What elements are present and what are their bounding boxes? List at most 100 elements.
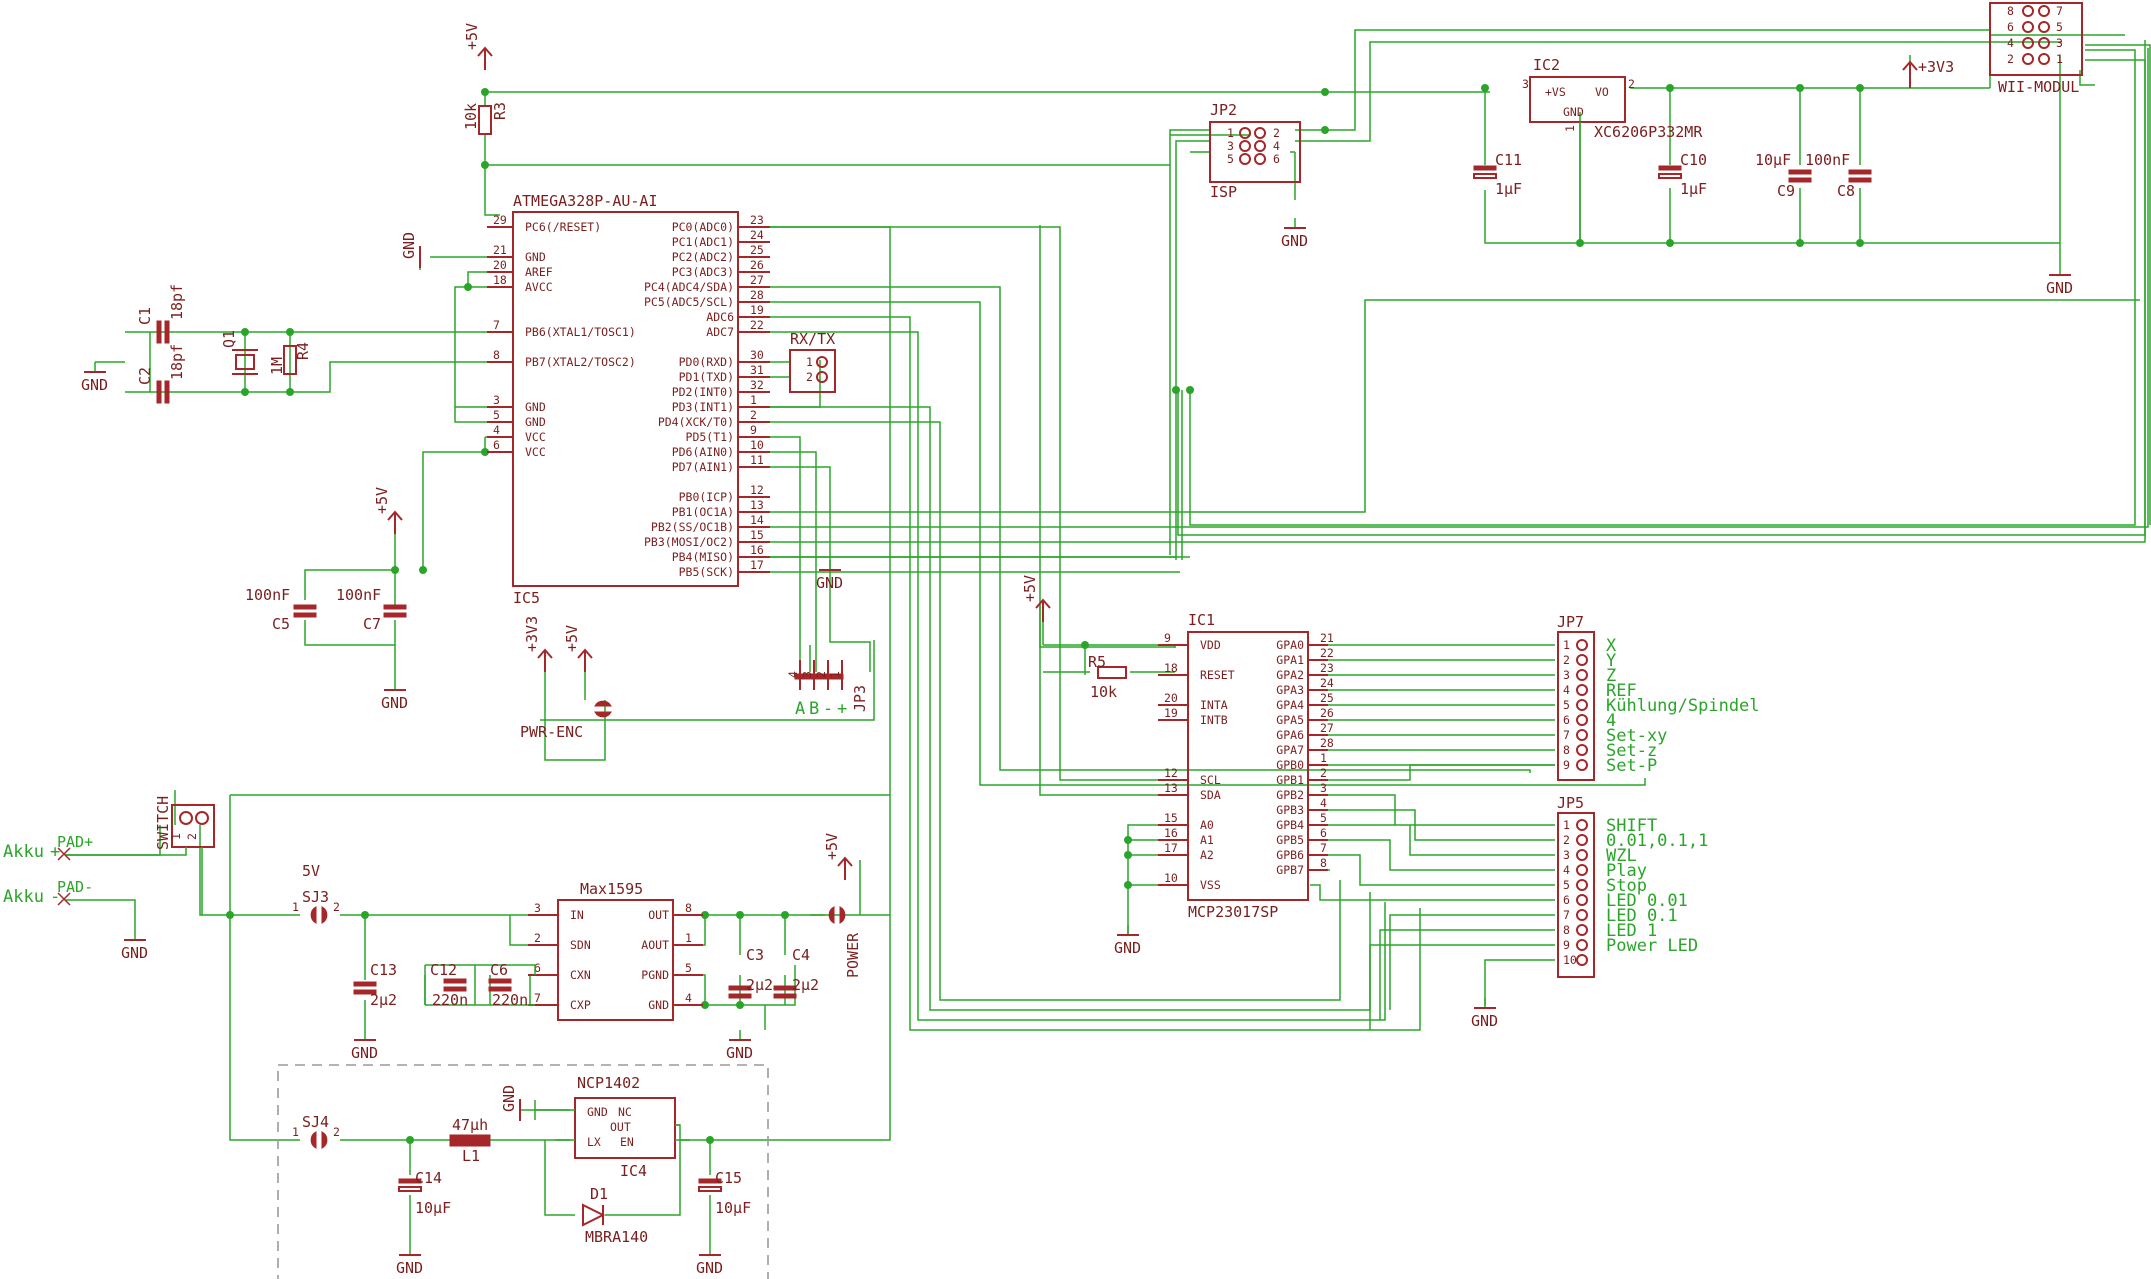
jp5_labels-label: LED 0.1: [1606, 906, 1678, 926]
ic1-pin-num: 20: [1164, 691, 1178, 705]
ic1-pin-num: 18: [1164, 661, 1178, 675]
svg-text:2: 2: [333, 1125, 340, 1139]
ic5-pin-num: 26: [750, 258, 764, 272]
ic1-pin-name: GPB5: [1276, 833, 1304, 847]
header-pin-num: 5: [1563, 698, 1570, 712]
wii-pin-num: 2: [2007, 52, 2014, 66]
max1595-pin-num: 8: [685, 901, 692, 915]
svg-text:Akku: Akku: [3, 842, 44, 862]
supply-arrow-icon: [837, 856, 853, 880]
cap-plate: [1848, 169, 1872, 175]
gnd-label: GND: [381, 694, 408, 712]
cap-ref: C13: [370, 961, 397, 979]
ic5-pin-num: 20: [493, 258, 507, 272]
ic5-pin-num: 21: [493, 243, 507, 257]
ic5-pin-num: 28: [750, 288, 764, 302]
ic5-pin-num: 30: [750, 348, 764, 362]
cap-plate: [698, 1186, 722, 1192]
header-pin-num: 6: [1563, 893, 1570, 907]
header-pin: [1576, 894, 1588, 906]
ic1-pin-num: 2: [1320, 766, 1327, 780]
cap-value: 100nF: [1805, 151, 1850, 169]
ic5-pin-name: PC4(ADC4/SDA): [644, 280, 734, 294]
header-pin: [1576, 699, 1588, 711]
ic1-pin-name: GPB2: [1276, 788, 1304, 802]
ic5-pin-name: PD0(RXD): [679, 355, 734, 369]
wii-pin: [2038, 37, 2050, 49]
jp5_labels-label: Power LED: [1606, 936, 1698, 956]
cap-value: 10µF: [1755, 151, 1791, 169]
supply-arrow-icon: [1902, 60, 1918, 88]
jp2-pin: [1239, 140, 1251, 152]
jp5_labels-label: LED 0.01: [1606, 891, 1688, 911]
ic1-pin-name: GPA6: [1276, 728, 1304, 742]
max1595-pin-name: GND: [648, 998, 669, 1012]
ic1-pin-name: VSS: [1200, 878, 1221, 892]
ic5-pin-num: 1: [750, 393, 757, 407]
ic1-pin-name: GPA7: [1276, 743, 1304, 757]
header-pin: [1576, 879, 1588, 891]
ic1-pin-num: 9: [1164, 631, 1171, 645]
header-pin: [1576, 669, 1588, 681]
ic5-pin-num: 4: [493, 423, 500, 437]
jp7_labels-label: X: [1606, 636, 1617, 656]
wii-pin: [2022, 37, 2034, 49]
ic1-pin-name: A2: [1200, 848, 1214, 862]
ic5-pin-num: 32: [750, 378, 764, 392]
jp3-pin-num: 3: [800, 671, 814, 678]
jp2-pin: [1239, 127, 1251, 139]
cap-plate: [293, 604, 317, 610]
cap-plate: [383, 604, 407, 610]
jp2-pin: [1254, 127, 1266, 139]
cap-plate: [164, 380, 170, 404]
cap-ref: C5: [272, 615, 290, 633]
ic5-pin-num: 14: [750, 513, 764, 527]
cap-ref: C8: [1837, 182, 1855, 200]
ic1-pin-num: 8: [1320, 856, 1327, 870]
svg-text:2: 2: [333, 900, 340, 914]
svg-text:OUT: OUT: [610, 1120, 631, 1134]
svg-text:SJ3: SJ3: [302, 888, 329, 906]
gnd-label: GND: [121, 944, 148, 962]
header-pin: [1576, 729, 1588, 741]
svg-text:MBRA140: MBRA140: [585, 1228, 648, 1246]
svg-text:Q1: Q1: [220, 330, 238, 348]
switch-connector: 1 2 SWITCH: [65, 796, 215, 915]
header-pin-num: 4: [1563, 863, 1570, 877]
ic5-pin-name: PD4(XCK/T0): [658, 415, 734, 429]
ic1-pin-name: VDD: [1200, 638, 1221, 652]
cap-plate: [488, 978, 512, 984]
ic5-pin-num: 3: [493, 393, 500, 407]
cap-value: 10µF: [715, 1199, 751, 1217]
cap-value: 10µF: [415, 1199, 451, 1217]
svg-text:JP2: JP2: [1210, 101, 1237, 119]
cap-ref: C10: [1680, 151, 1707, 169]
ic5-pin-name: PB1(OC1A): [672, 505, 734, 519]
jp2-pin-num: 1: [1227, 126, 1234, 140]
max1595-pin-num: 7: [534, 991, 541, 1005]
ic1-name: MCP23017SP: [1188, 903, 1278, 921]
ic1-pin-num: 4: [1320, 796, 1327, 810]
supply-label: +5V: [823, 833, 841, 860]
header-pin-num: 3: [1563, 668, 1570, 682]
jp7_labels-label: Y: [1606, 651, 1616, 671]
svg-text:2: 2: [185, 833, 199, 840]
header-pin-num: 9: [1563, 938, 1570, 952]
svg-text:GND: GND: [1563, 105, 1584, 119]
gnd-label: GND: [696, 1259, 723, 1277]
rxtx-header: RX/TX 12: [789, 330, 836, 393]
cap-ref: C12: [430, 961, 457, 979]
ic1-pin-num: 6: [1320, 826, 1327, 840]
gnd-label: GND: [1114, 939, 1141, 957]
supply-label: +3V3: [523, 616, 541, 652]
header-pin: [1576, 714, 1588, 726]
ic5-pin-name: AVCC: [525, 280, 553, 294]
svg-text:ISP: ISP: [1210, 183, 1237, 201]
gnd-label: GND: [500, 1085, 518, 1112]
ic5-pin-num: 9: [750, 423, 757, 437]
